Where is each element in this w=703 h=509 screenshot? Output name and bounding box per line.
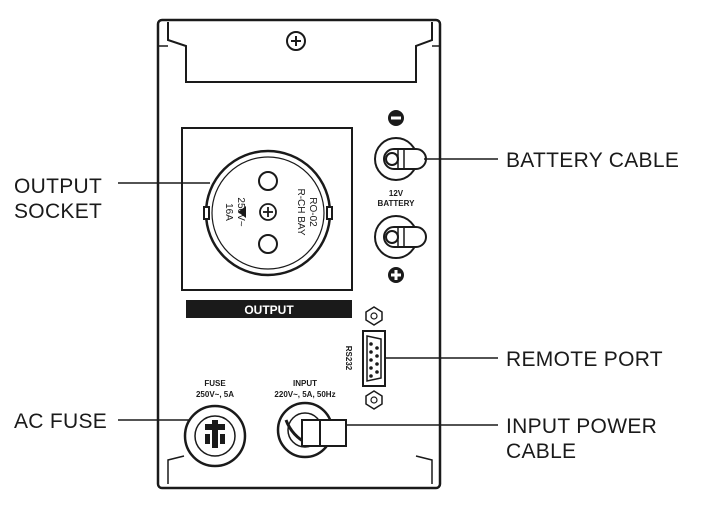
callout-input-power-cable-line-2: CABLE xyxy=(506,440,576,463)
output-banner: OUTPUT xyxy=(186,300,352,318)
callout-labels: OUTPUT SOCKET BATTERY CABLE REMOTE PORT … xyxy=(14,149,679,463)
callout-output-socket-line-2: SOCKET xyxy=(14,200,102,223)
input-label-line-1: INPUT xyxy=(293,379,317,388)
output-socket: 16A 250V~ R-CH BAY RO-02 xyxy=(181,127,353,291)
battery-label-line-1: 12V xyxy=(389,189,404,198)
battery-terminals: 12V BATTERY xyxy=(374,110,427,283)
fuse-grip-icon xyxy=(205,420,225,448)
ups-body xyxy=(156,18,442,490)
input-label-line-2: 220V~, 5A, 50Hz xyxy=(274,390,335,399)
minus-icon xyxy=(388,110,404,126)
screw-head-icon xyxy=(259,203,277,221)
socket-rating-line-2: 250V~ xyxy=(235,197,246,226)
callout-remote-port: REMOTE PORT xyxy=(506,348,663,371)
callout-battery-cable: BATTERY CABLE xyxy=(506,149,679,172)
leader-lines xyxy=(118,158,498,426)
input-power: INPUT 220V~, 5A, 50Hz xyxy=(274,379,347,459)
screw-icon xyxy=(286,31,306,51)
callout-ac-fuse: AC FUSE xyxy=(14,410,107,433)
fuse-label-line-2: 250V~, 5A xyxy=(196,390,234,399)
socket-model-line-2: RO-02 xyxy=(307,197,318,227)
battery-label-line-2: BATTERY xyxy=(378,199,416,208)
fuse-label-line-1: FUSE xyxy=(204,379,226,388)
plus-icon xyxy=(388,267,404,283)
socket-model-line-1: R-CH BAY xyxy=(295,188,306,235)
rs232-label: RS232 xyxy=(344,346,353,371)
callout-output-socket-line-1: OUTPUT xyxy=(14,175,102,198)
ac-fuse: FUSE 250V~, 5A xyxy=(183,379,247,468)
callout-input-power-cable-line-1: INPUT POWER xyxy=(506,415,657,438)
rs232-port: RS232 xyxy=(344,306,386,410)
socket-rating-line-1: 16A xyxy=(223,203,234,221)
ground-arrow-icon xyxy=(238,206,246,218)
output-banner-label: OUTPUT xyxy=(244,303,294,317)
